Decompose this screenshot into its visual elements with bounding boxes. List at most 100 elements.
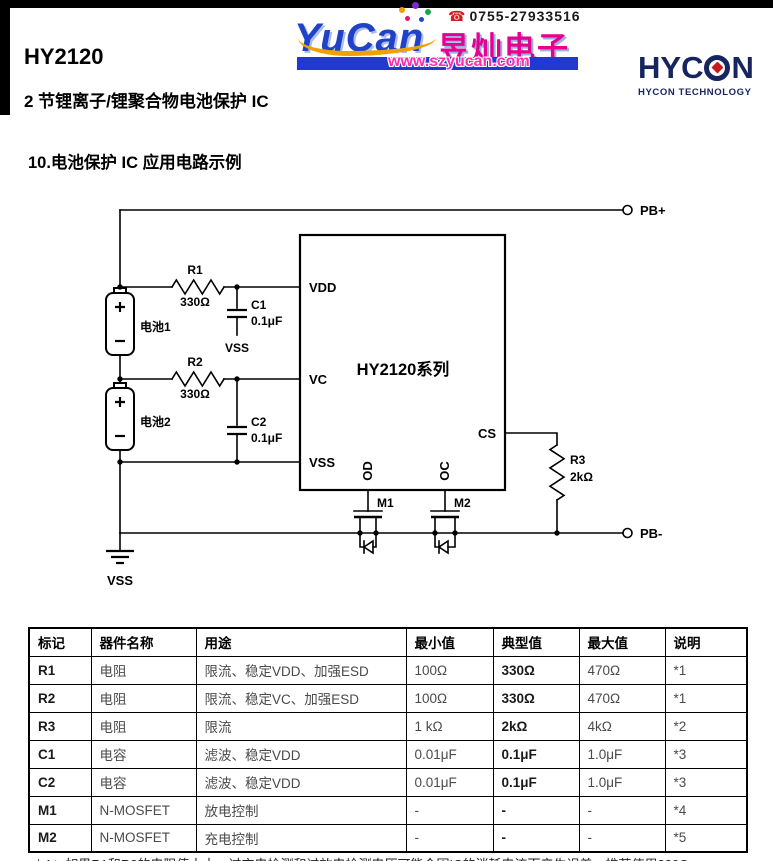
mosfet-m1-label: M1 bbox=[377, 496, 394, 510]
terminal-pb-plus-label: PB+ bbox=[640, 203, 666, 218]
cell-typ: - bbox=[492, 823, 580, 853]
pin-od: OD bbox=[360, 461, 375, 481]
cell-mark: R2 bbox=[28, 683, 92, 713]
cell-typ: 330Ω bbox=[492, 683, 580, 713]
resistor-r3-label: R3 bbox=[570, 453, 586, 467]
table-row-c1: C1 电容 滤波、稳定VDD 0.01μF 0.1μF 1.0μF *3 bbox=[28, 739, 748, 769]
terminal-pb-minus-icon bbox=[622, 527, 633, 539]
table-row-m1: M1 N-MOSFET 放电控制 - - - *4 bbox=[28, 795, 748, 825]
cell-name: 电阻 bbox=[90, 683, 197, 713]
table-row-c2: C2 电容 滤波、稳定VDD 0.01μF 0.1μF 1.0μF *3 bbox=[28, 767, 748, 797]
cell-name: 电阻 bbox=[90, 655, 197, 685]
cell-name: 电阻 bbox=[90, 711, 197, 741]
cell-name: N-MOSFET bbox=[90, 795, 197, 825]
cell-max: 1.0μF bbox=[578, 739, 666, 769]
cell-max: 470Ω bbox=[578, 655, 666, 685]
pin-vdd: VDD bbox=[309, 280, 336, 295]
cell-min: 100Ω bbox=[405, 655, 494, 685]
col-header-max: 最大值 bbox=[578, 627, 666, 657]
col-header-typ: 典型值 bbox=[492, 627, 580, 657]
vendor-phone: ☎0755-27933516 bbox=[448, 8, 581, 25]
col-header-mark: 标记 bbox=[28, 627, 92, 657]
cell-min: 0.01μF bbox=[405, 739, 494, 769]
table-header-row: 标记 器件名称 用途 最小值 典型值 最大值 说明 bbox=[28, 627, 748, 657]
resistor-r1-value: 330Ω bbox=[180, 295, 210, 309]
capacitor-c2-symbol bbox=[227, 425, 247, 436]
cell-typ: 330Ω bbox=[492, 655, 580, 685]
cell-mark: R3 bbox=[28, 711, 92, 741]
confetti-dot bbox=[425, 9, 431, 15]
resistor-r3-value: 2kΩ bbox=[570, 470, 593, 484]
confetti-dot bbox=[399, 7, 405, 13]
pin-cs: CS bbox=[478, 426, 496, 441]
col-header-use: 用途 bbox=[195, 627, 407, 657]
cell-min: - bbox=[405, 795, 494, 825]
battery-2-label: 电池2 bbox=[140, 414, 171, 429]
resistor-r2-label: R2 bbox=[187, 355, 203, 369]
cell-min: 1 kΩ bbox=[405, 711, 494, 741]
pin-vss: VSS bbox=[309, 455, 335, 470]
cell-mark: C2 bbox=[28, 767, 92, 797]
capacitor-c1-label: C1 bbox=[251, 298, 267, 312]
cell-typ: 0.1μF bbox=[492, 739, 580, 769]
ic-box bbox=[298, 233, 507, 492]
capacitor-c1-value: 0.1μF bbox=[251, 314, 282, 328]
cell-note: *2 bbox=[664, 711, 748, 741]
hycon-letters-pre: HYC bbox=[638, 50, 704, 85]
col-header-min: 最小值 bbox=[405, 627, 494, 657]
cell-max: 1.0μF bbox=[578, 767, 666, 797]
resistor-r1-label: R1 bbox=[187, 263, 203, 277]
component-spec-table: 标记 器件名称 用途 最小值 典型值 最大值 说明 R1 电阻 限流、稳定VDD… bbox=[28, 627, 748, 853]
table-row-r3: R3 电阻 限流 1 kΩ 2kΩ 4kΩ *2 bbox=[28, 711, 748, 741]
mosfet-m2-label: M2 bbox=[454, 496, 471, 510]
cell-note: *1 bbox=[664, 655, 748, 685]
vendor-url: www.szyucan.com bbox=[388, 53, 530, 70]
battery-1-label: 电池1 bbox=[140, 319, 171, 334]
hycon-o-red-diamond bbox=[711, 61, 724, 74]
cell-mark: R1 bbox=[28, 655, 92, 685]
cell-note: *3 bbox=[664, 739, 748, 769]
phone-icon: ☎ bbox=[448, 8, 467, 24]
cell-use: 放电控制 bbox=[195, 795, 407, 825]
terminal-pb-minus-label: PB- bbox=[640, 526, 662, 541]
battery-2-symbol bbox=[105, 382, 135, 451]
resistor-r2-symbol bbox=[170, 370, 226, 388]
section-title: 10.电池保护 IC 应用电路示例 bbox=[28, 154, 242, 172]
hycon-o-icon bbox=[704, 54, 731, 81]
top-black-bar bbox=[0, 0, 773, 8]
ground-symbol bbox=[106, 532, 134, 565]
cell-typ: 0.1μF bbox=[492, 767, 580, 797]
vendor-phone-number: 0755-27933516 bbox=[469, 8, 581, 24]
confetti-dot bbox=[419, 17, 424, 22]
hycon-wordmark: HYC N bbox=[638, 52, 770, 83]
cell-typ: 2kΩ bbox=[492, 711, 580, 741]
cell-mark: M2 bbox=[28, 823, 92, 853]
vss-net-label: VSS bbox=[225, 341, 249, 355]
battery-1-symbol bbox=[105, 287, 135, 356]
part-number: HY2120 bbox=[24, 44, 104, 69]
table-row-r2: R2 电阻 限流、稳定VC、加强ESD 100Ω 330Ω 470Ω *1 bbox=[28, 683, 748, 713]
circuit-wires bbox=[119, 209, 624, 534]
cell-min: 100Ω bbox=[405, 683, 494, 713]
cell-use: 限流、稳定VC、加强ESD bbox=[195, 683, 407, 713]
cell-max: 470Ω bbox=[578, 683, 666, 713]
hycon-letters-post: N bbox=[731, 50, 754, 85]
col-header-name: 器件名称 bbox=[90, 627, 197, 657]
resistor-r1-symbol bbox=[170, 278, 226, 296]
cell-name: 电容 bbox=[90, 739, 197, 769]
confetti-dot bbox=[405, 16, 410, 21]
cell-use: 滤波、稳定VDD bbox=[195, 739, 407, 769]
application-circuit-diagram: 电池1 电池2 R1 330Ω R2 330Ω R3 2kΩ C1 0.1μF … bbox=[105, 203, 666, 588]
capacitor-c1-symbol bbox=[227, 308, 247, 319]
cell-max: - bbox=[578, 795, 666, 825]
cell-typ: - bbox=[492, 795, 580, 825]
col-header-note: 说明 bbox=[664, 627, 748, 657]
left-black-bar bbox=[0, 0, 10, 115]
capacitor-c2-value: 0.1μF bbox=[251, 431, 282, 445]
pin-vc: VC bbox=[309, 372, 328, 387]
pin-oc: OC bbox=[437, 461, 452, 481]
yucan-blue-bar bbox=[297, 57, 578, 70]
capacitor-c2-label: C2 bbox=[251, 415, 267, 429]
cell-max: 4kΩ bbox=[578, 711, 666, 741]
